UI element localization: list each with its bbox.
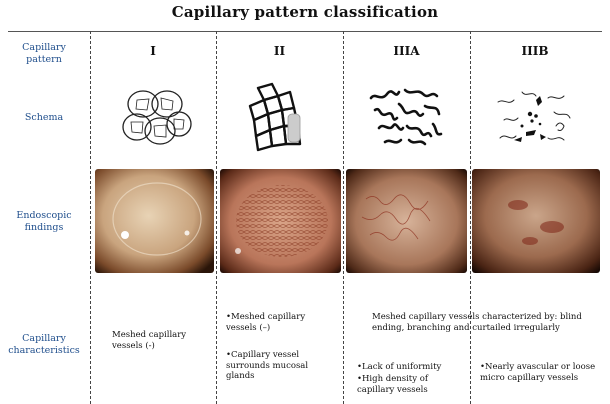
row-label-capillary-pattern: Capillary pattern xyxy=(22,42,66,65)
endoscopic-image-type-II xyxy=(220,169,341,273)
endoscopic-image-type-I xyxy=(95,169,214,273)
header-rule xyxy=(8,31,602,32)
column-divider xyxy=(90,31,91,404)
column-divider xyxy=(343,31,344,404)
characteristic-type-IIIA-1: Lack of uniformity xyxy=(357,362,467,373)
endoscopic-image-type-IIIB xyxy=(472,169,600,273)
column-header-I: I xyxy=(150,44,156,58)
column-header-IIIB: IIIB xyxy=(521,44,549,58)
characteristic-type-II-1: Meshed capillary vessels (–) xyxy=(226,312,326,333)
characteristic-type-I: Meshed capillary vessels (-) xyxy=(112,330,187,351)
characteristic-type-III-common: Meshed capillary vessels characterized b… xyxy=(372,312,582,333)
characteristic-type-IIIB: Nearly avascular or loose micro capillar… xyxy=(480,362,598,383)
row-label-schema: Schema xyxy=(24,112,64,123)
schema-type-II xyxy=(248,82,302,152)
schema-type-IIIA xyxy=(369,88,443,146)
schema-type-I xyxy=(122,90,192,145)
schema-type-IIIB xyxy=(497,91,571,142)
column-divider xyxy=(470,31,471,404)
characteristic-type-II-2: Capillary vessel surrounds mucosal gland… xyxy=(226,350,336,382)
endoscopic-image-type-IIIA xyxy=(346,169,467,273)
column-header-II: II xyxy=(273,44,286,58)
figure-title: Capillary pattern classification xyxy=(171,3,439,21)
row-label-endoscopic-findings: Endoscopic findings xyxy=(16,210,72,233)
row-label-capillary-characteristics: Capillary characteristics xyxy=(8,333,80,356)
characteristic-type-IIIA-2: High density of capillary vessels xyxy=(357,374,467,395)
column-divider xyxy=(216,31,217,404)
column-header-IIIA: IIIA xyxy=(393,44,420,58)
